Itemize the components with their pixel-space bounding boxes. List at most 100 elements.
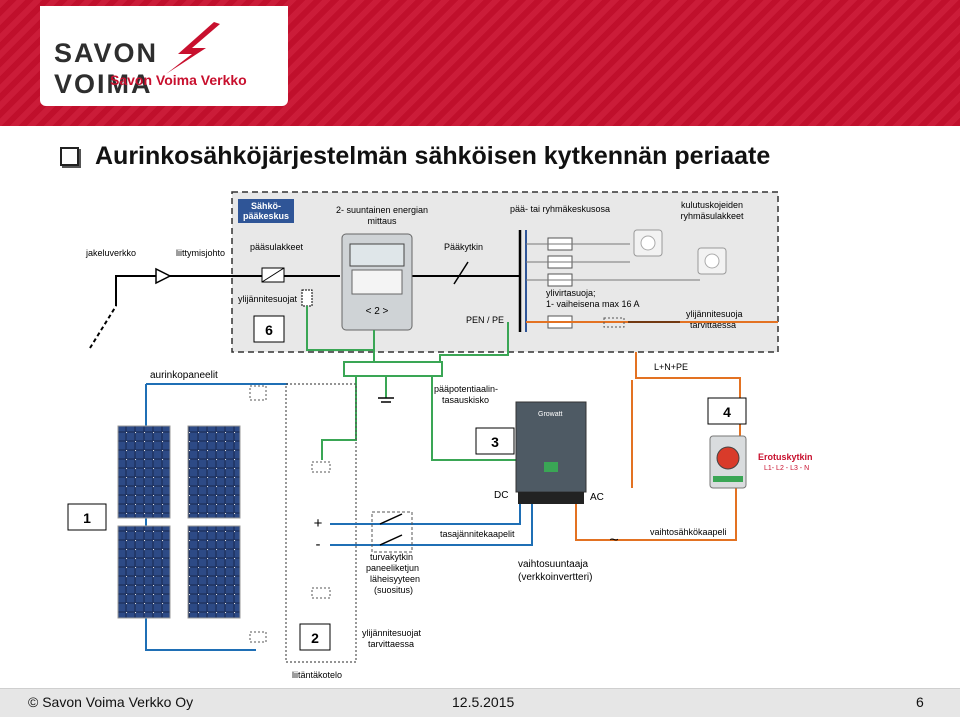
surge2-label-1: ylijännitesuojat (362, 628, 422, 638)
socket-face (640, 235, 656, 251)
marker-2-box (299, 623, 331, 651)
earth-line (439, 322, 509, 362)
meter-label-1: 2- suuntainen energian (336, 205, 428, 215)
junction-box-label: liitäntäkotelo (292, 670, 342, 680)
earth-line (321, 376, 357, 460)
service-line-label: liittymisjohto (176, 248, 225, 258)
equipotential-label-2: tasauskisko (442, 395, 489, 405)
earth-line (306, 306, 374, 351)
main-switch-label: Pääkytkin (444, 242, 483, 252)
marker-3: 3 (491, 434, 499, 450)
minus-sign: - (316, 536, 321, 553)
safety-switch-icon (379, 534, 403, 546)
marker-6: 6 (265, 322, 273, 338)
dc-cables-label: tasajännitekaapelit (440, 529, 515, 539)
equipotential-bar (343, 361, 443, 377)
wiring-diagram: Sähkö- pääkeskus 2- suuntainen energian … (67, 191, 813, 680)
surge-protectors-label: ylijännitesuojat (238, 294, 298, 304)
ac-tilde: ~ (609, 532, 618, 549)
isolator-knob-icon (716, 446, 740, 470)
surge-protector-icon (301, 289, 313, 307)
optional-surge-icon (249, 385, 267, 401)
marker-2: 2 (311, 630, 319, 646)
marker-4-box (707, 397, 747, 425)
marker-1: 1 (83, 510, 91, 526)
company-logo: SAVONVOIMA Savon Voima Verkko (40, 6, 288, 106)
equipotential-label-1: pääpotentiaalin- (434, 384, 498, 394)
inverter-label-1: vaihtosuuntaaja (518, 559, 588, 570)
logo-subtitle: Savon Voima Verkko (110, 72, 247, 88)
consumer-fuses-label-1: kulutuskojeiden (681, 200, 743, 210)
isolator-label-strip (713, 476, 743, 482)
consumer-fuses-label-2: ryhmäsulakkeet (680, 211, 744, 221)
main-panel-badge (238, 199, 294, 223)
solar-panel (187, 525, 241, 619)
surge-if-needed-label-1: ylijännitesuoja (686, 309, 743, 319)
socket-face (704, 253, 720, 269)
inverter-connectors (518, 492, 584, 504)
marker-6-box (253, 315, 285, 343)
optional-surge-icon (603, 317, 625, 328)
checkbox-bullet-icon (60, 146, 79, 166)
solar-panel (117, 525, 171, 619)
dc-cable-minus (330, 504, 533, 546)
lnpe-label: L+N+PE (654, 362, 688, 372)
ac-cable-label: vaihtosähkökaapeli (650, 527, 727, 537)
solar-panel (117, 425, 171, 519)
main-panel-label-2: pääkeskus (243, 211, 289, 221)
main-fuses-label: pääsulakkeet (250, 242, 304, 252)
safety-switch-box (371, 511, 413, 553)
marker-4: 4 (723, 404, 731, 420)
overcurrent-label-2: 1- vaiheisena max 16 A (546, 299, 640, 309)
safety-label-2: paneeliketjun (366, 563, 419, 573)
marker-1-box (67, 503, 107, 531)
fuse-slash (261, 267, 285, 283)
ac-label: AC (590, 492, 604, 503)
optional-surge-icon (311, 587, 331, 599)
inverter-display (544, 462, 558, 472)
solar-panel (187, 425, 241, 519)
marker-3-box (475, 427, 515, 455)
meter-label-plate (351, 269, 403, 295)
distribution-grid-label: jakeluverkko (85, 248, 136, 258)
meter-display: < 2 > (366, 306, 389, 317)
group-center-label: pää- tai ryhmäkeskusosa (510, 204, 610, 214)
footer-date: 12.5.2015 (452, 694, 515, 710)
overcurrent-label-1: ylivirtasuoja; (546, 288, 596, 298)
inverter (515, 401, 587, 493)
pen-pe-label: PEN / PE (466, 315, 504, 325)
inverter-brand: Growatt (538, 411, 563, 418)
isolator-title: Erotuskytkin (758, 452, 813, 462)
meter-label-2: mittaus (367, 216, 397, 226)
main-switch-icon (453, 261, 469, 285)
surge-if-needed-label-2: tarvittaessa (690, 320, 736, 330)
optional-surge-icon (249, 631, 267, 643)
footer-page-number: 6 (916, 694, 924, 710)
optional-surge-icon (311, 461, 331, 473)
logo-name: SAVONVOIMA (54, 38, 159, 99)
plus-sign: + (314, 515, 323, 532)
safety-label-3: läheisyyteen (370, 574, 420, 584)
dc-label: DC (494, 490, 508, 501)
header-banner: SAVONVOIMA Savon Voima Verkko (0, 0, 960, 126)
solar-panels-label: aurinkopaneelit (150, 370, 218, 381)
slide-title: Aurinkosähköjärjestelmän sähköisen kytke… (95, 141, 771, 170)
footer: © Savon Voima Verkko Oy 12.5.2015 6 (0, 688, 960, 717)
isolator-subtitle: L1- L2 - L3 - N (764, 465, 809, 472)
main-panel-label-1: Sähkö- (251, 201, 281, 211)
dc-cable-plus (330, 504, 521, 525)
inverter-label-2: (verkkoinvertteri) (518, 572, 592, 583)
safety-label-1: turvakytkin (370, 552, 413, 562)
surge2-label-2: tarvittaessa (368, 639, 414, 649)
safety-switch-icon (379, 513, 403, 525)
slide-title-row: Aurinkosähköjärjestelmän sähköisen kytke… (60, 136, 770, 176)
ac-cable (575, 488, 737, 541)
main-panel-area (231, 191, 779, 353)
lightning-bolt-icon (166, 22, 220, 74)
safety-label-4: (suositus) (374, 585, 413, 595)
arrow-icon (155, 267, 172, 285)
grid-dashed-line (89, 305, 117, 349)
service-line (115, 275, 232, 306)
footer-copyright: © Savon Voima Verkko Oy (28, 694, 194, 710)
meter-screen (349, 243, 405, 267)
